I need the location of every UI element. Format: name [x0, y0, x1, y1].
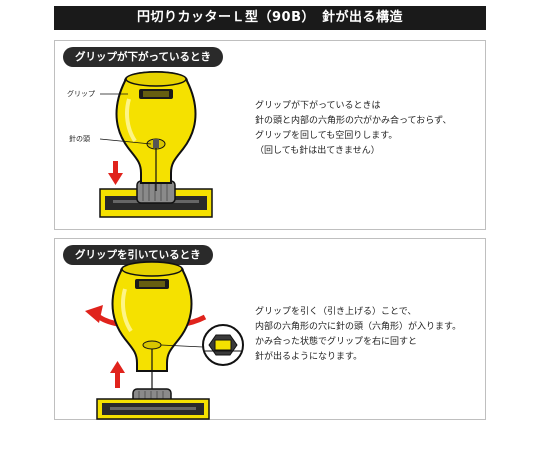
needle-head-callout-line: [99, 138, 152, 145]
hex-engagement-zoom: [160, 324, 244, 366]
down-arrow-icon: [108, 161, 123, 185]
grip-body: [111, 261, 193, 389]
grip-down-illustration: [99, 71, 213, 218]
up-arrow-icon: [110, 361, 125, 388]
panel-heading: グリップが下がっているとき: [63, 47, 223, 67]
page-title: 円切りカッターＬ型（90B） 針が出る構造: [54, 6, 486, 30]
grip-pulled-illustration: [85, 261, 244, 420]
panel-heading: グリップを引いているとき: [63, 245, 213, 265]
panel-grip-down: グリップが下がっているとき: [54, 40, 486, 230]
grip-label: グリップ: [67, 90, 95, 98]
panel-description: グリップが下がっているときは 針の頭と内部の六角形の穴がかみ合っておらず、 グリ…: [255, 101, 452, 156]
panel-grip-pulled: グリップを引いているとき: [54, 238, 486, 420]
base-plate: [96, 398, 210, 420]
grip-body: [115, 71, 197, 184]
panel-description: グリップを引く（引き上げる）ことで、 内部の六角形の穴に針の頭（六角形）が入りま…: [255, 307, 462, 362]
needle-head-window: [146, 138, 166, 191]
knurled-collar: [136, 180, 176, 204]
needle-head-label: 針の頭: [69, 135, 90, 143]
